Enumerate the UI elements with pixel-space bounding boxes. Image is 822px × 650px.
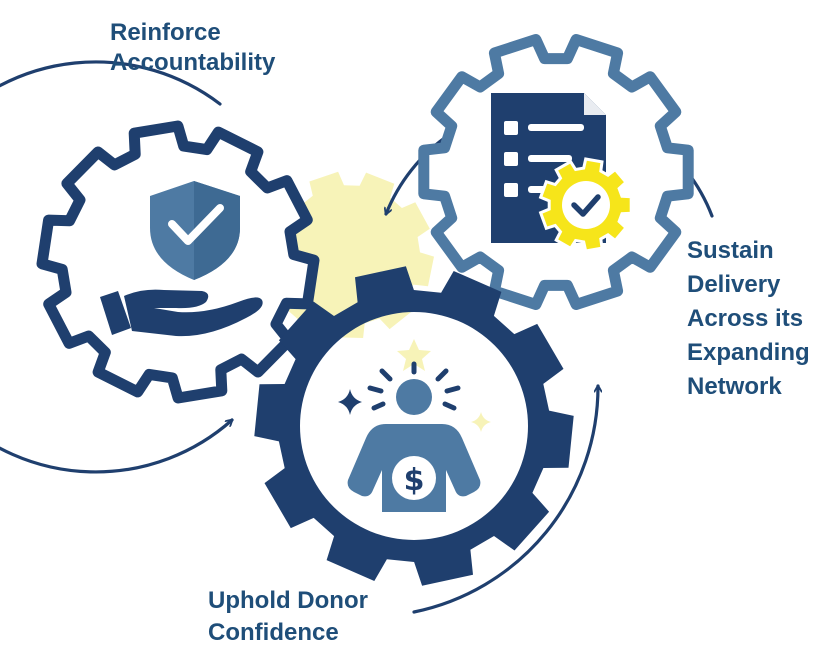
label-line: Network xyxy=(687,373,782,400)
shield-check-icon xyxy=(150,181,240,280)
star-icon xyxy=(397,339,431,371)
label-line: Across its xyxy=(687,305,804,332)
label-line: Delivery xyxy=(687,271,781,298)
sparkle-icon xyxy=(338,389,491,432)
yellow-check-gear-icon xyxy=(538,157,633,253)
svg-text:$: $ xyxy=(404,463,425,498)
person-dollar-icon: $ xyxy=(347,379,481,512)
label-sustain-delivery: Sustain Delivery Across its Expanding Ne… xyxy=(687,234,810,404)
label-line: Uphold Donor xyxy=(208,587,368,614)
label-reinforce-accountability: Reinforce Accountability xyxy=(110,18,275,78)
open-hand-icon xyxy=(100,289,263,337)
label-line: Accountability xyxy=(110,49,276,76)
label-line: Reinforce xyxy=(110,19,221,46)
label-line: Sustain xyxy=(687,237,774,264)
arrow-left-cycle xyxy=(0,60,232,474)
radiating-lines-icon xyxy=(367,361,461,411)
label-line: Confidence xyxy=(208,619,339,646)
arrow-bottom-cycle xyxy=(412,386,598,614)
label-line: Expanding xyxy=(687,339,810,366)
label-uphold-donor-confidence: Uphold Donor Confidence xyxy=(208,585,368,649)
